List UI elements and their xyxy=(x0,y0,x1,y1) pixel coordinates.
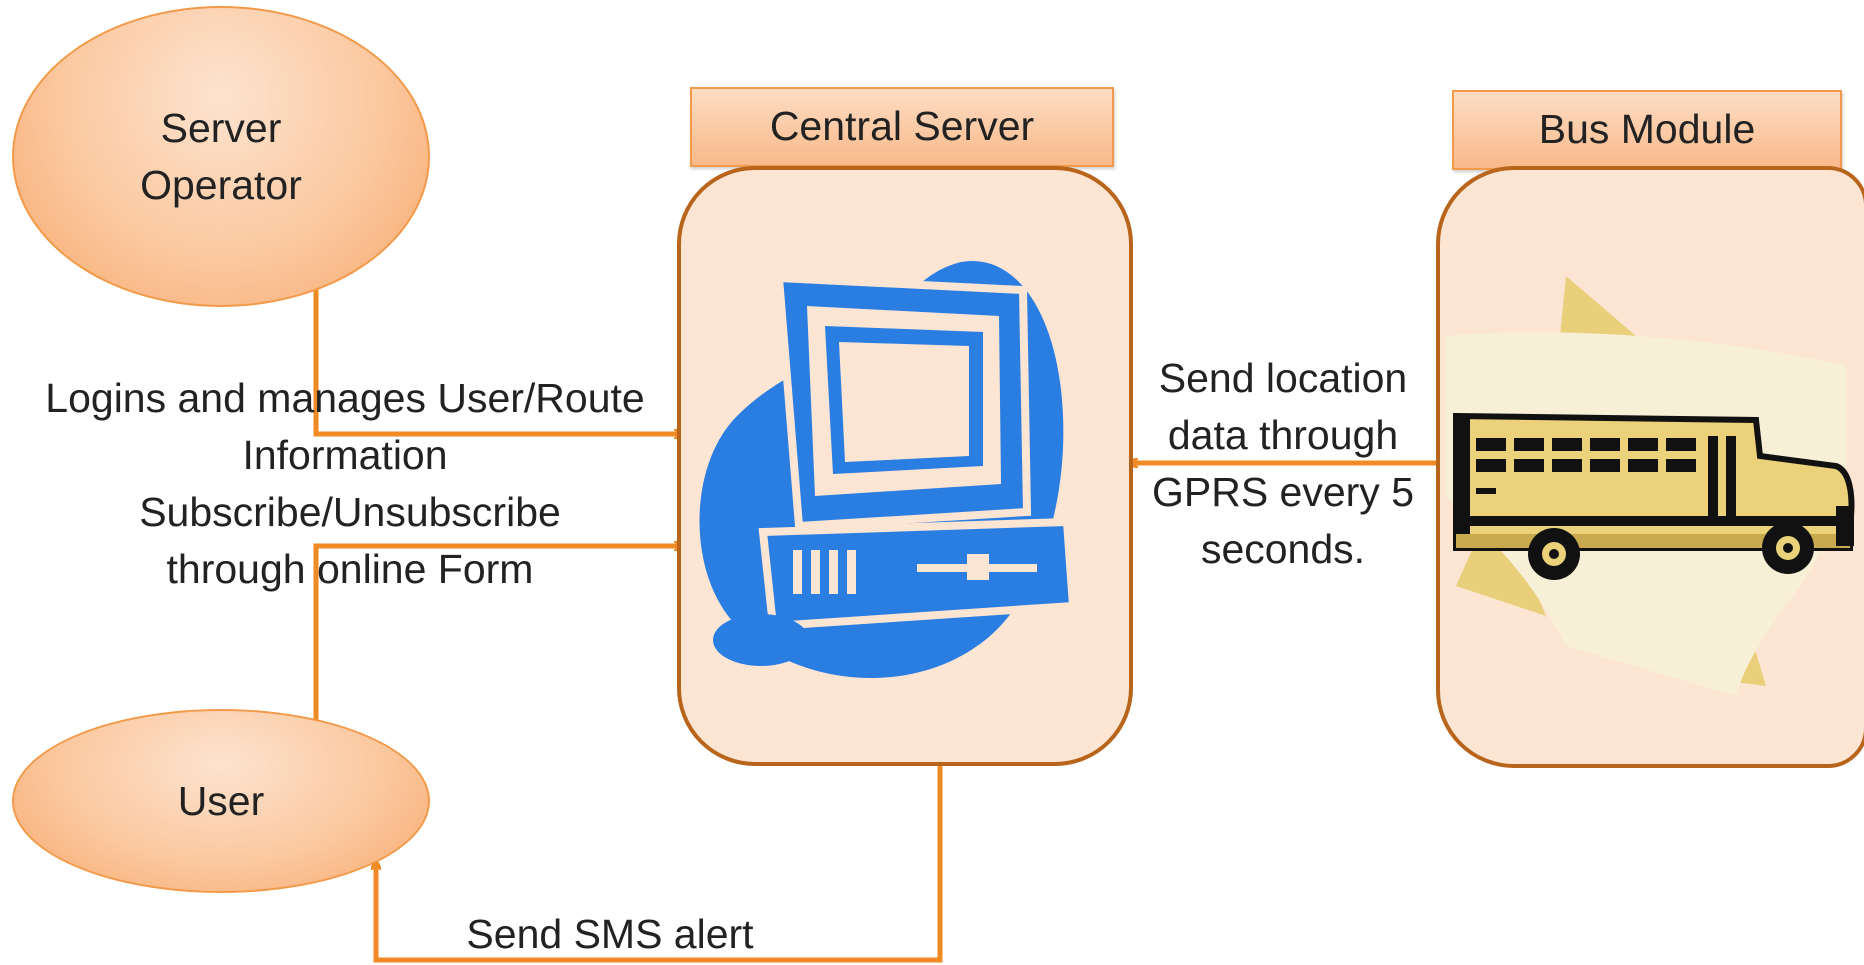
bus-to-server-label-line3: GPRS every 5 xyxy=(1151,469,1415,515)
operator-to-server-arrow xyxy=(313,287,682,434)
bus-to-server-label: Send location data through GPRS every 5 … xyxy=(1130,350,1436,578)
operator-to-server-label: Logins and manages User/Route Informatio… xyxy=(20,370,670,484)
operator-to-server-label-line2: Information xyxy=(242,432,448,478)
user-to-server-arrow xyxy=(313,546,682,720)
server-to-user-label: Send SMS alert xyxy=(466,911,754,957)
user-to-server-label: Subscribe/Unsubscribe through online For… xyxy=(110,484,590,598)
bus-to-server-label-line1: Send location xyxy=(1158,355,1408,401)
user-node: User xyxy=(12,709,430,893)
desktop-computer-icon xyxy=(699,260,1078,679)
bus-to-server-label-line4: seconds. xyxy=(1200,526,1366,572)
bus-module-panel xyxy=(1436,166,1864,768)
server-operator-node: Server Operator xyxy=(12,6,430,307)
central-server-panel xyxy=(677,166,1133,766)
server-operator-label-line2: Operator xyxy=(140,161,302,208)
operator-to-server-label-line1: Logins and manages User/Route xyxy=(45,375,645,421)
user-label: User xyxy=(177,777,265,824)
user-to-server-label-line2: through online Form xyxy=(166,546,534,592)
server-to-user-arrow xyxy=(376,758,943,963)
bus-module-title: Bus Module xyxy=(1452,90,1842,170)
user-to-server-label-line1: Subscribe/Unsubscribe xyxy=(139,489,561,535)
school-bus-icon xyxy=(1446,276,1855,696)
bus-to-server-label-line2: data through xyxy=(1167,412,1399,458)
server-operator-label-line1: Server xyxy=(160,104,282,151)
central-server-title: Central Server xyxy=(690,87,1114,167)
